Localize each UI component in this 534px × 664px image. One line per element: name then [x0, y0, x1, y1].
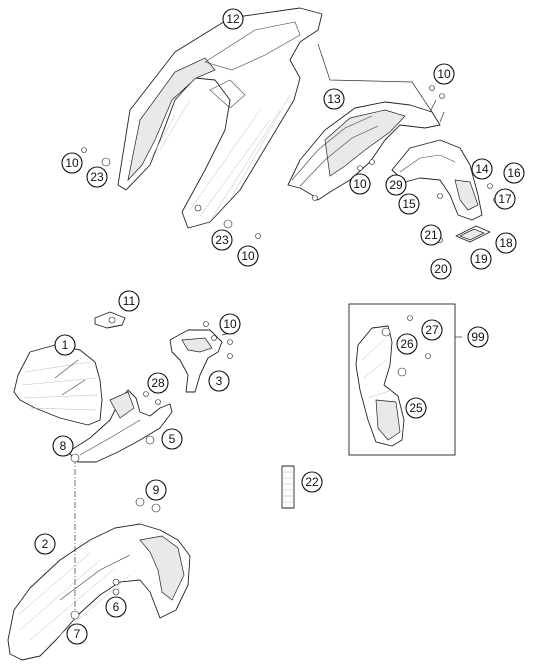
- kit-box-99: [348, 303, 456, 456]
- svg-text:25: 25: [409, 401, 423, 415]
- callout-23-b: 23: [211, 229, 233, 251]
- leader-lines: [70, 43, 499, 620]
- callout-2: 2: [34, 533, 56, 555]
- svg-text:5: 5: [169, 432, 176, 446]
- callout-20: 20: [430, 258, 452, 280]
- callout-10-d: 10: [349, 173, 371, 195]
- svg-text:20: 20: [434, 262, 448, 276]
- callout-26: 26: [396, 333, 418, 355]
- svg-text:10: 10: [353, 177, 367, 191]
- svg-text:7: 7: [74, 627, 81, 641]
- headlight-bracket-part-3: [169, 329, 223, 393]
- svg-text:27: 27: [425, 323, 439, 337]
- callout-10-c: 10: [433, 63, 455, 85]
- svg-text:10: 10: [65, 156, 79, 170]
- svg-text:22: 22: [305, 475, 319, 489]
- svg-text:3: 3: [216, 374, 223, 388]
- callout-1: 1: [54, 334, 76, 356]
- rear-frame-part-13: [287, 101, 441, 201]
- callout-25: 25: [405, 397, 427, 419]
- svg-text:10: 10: [223, 317, 237, 331]
- svg-text:19: 19: [474, 252, 488, 266]
- svg-text:18: 18: [499, 236, 513, 250]
- svg-text:99: 99: [471, 330, 485, 344]
- svg-text:15: 15: [402, 197, 416, 211]
- rear-fender-part-14: [391, 139, 483, 221]
- callout-3: 3: [208, 370, 230, 392]
- callout-22: 22: [301, 471, 323, 493]
- svg-text:8: 8: [60, 439, 67, 453]
- callout-13: 13: [323, 88, 345, 110]
- callout-7: 7: [66, 623, 88, 645]
- callout-6: 6: [105, 596, 127, 618]
- svg-text:10: 10: [437, 67, 451, 81]
- svg-text:13: 13: [327, 92, 341, 106]
- callout-14: 14: [471, 158, 493, 180]
- callout-11: 11: [118, 290, 140, 312]
- svg-text:2: 2: [42, 537, 49, 551]
- callout-23-a: 23: [86, 166, 108, 188]
- svg-text:23: 23: [215, 233, 229, 247]
- svg-text:11: 11: [123, 294, 136, 308]
- callout-10-a: 10: [61, 152, 83, 174]
- callout-12: 12: [222, 8, 244, 30]
- callout-29: 29: [385, 174, 407, 196]
- callout-10-b: 10: [237, 245, 259, 267]
- callout-16: 16: [503, 162, 525, 184]
- callout-28: 28: [147, 372, 169, 394]
- svg-text:12: 12: [226, 12, 240, 26]
- callout-10-e: 10: [219, 313, 241, 335]
- callout-8: 8: [52, 435, 74, 457]
- callout-5: 5: [161, 428, 183, 450]
- callout-17: 17: [494, 188, 516, 210]
- callout-19: 19: [470, 248, 492, 270]
- callout-18: 18: [495, 232, 517, 254]
- svg-text:16: 16: [507, 166, 521, 180]
- callout-27: 27: [421, 319, 443, 341]
- svg-text:26: 26: [400, 337, 414, 351]
- headlight-mask-part-1: [13, 344, 103, 426]
- svg-text:29: 29: [389, 178, 403, 192]
- callout-9: 9: [145, 479, 167, 501]
- callout-99: 99: [467, 326, 489, 348]
- svg-text:28: 28: [151, 376, 165, 390]
- callout-15: 15: [398, 193, 420, 215]
- fork-guard-part-5: [67, 389, 173, 463]
- reflector-part-18-19: [455, 225, 491, 243]
- svg-text:1: 1: [62, 338, 69, 352]
- svg-text:21: 21: [424, 228, 438, 242]
- svg-text:10: 10: [241, 249, 255, 263]
- svg-text:17: 17: [498, 192, 512, 206]
- callout-21: 21: [420, 224, 442, 246]
- svg-text:6: 6: [113, 600, 120, 614]
- decal-part-22: [281, 465, 295, 509]
- svg-text:9: 9: [153, 483, 160, 497]
- svg-text:14: 14: [475, 162, 489, 176]
- svg-text:23: 23: [90, 170, 104, 184]
- front-fender-part-2: [7, 523, 191, 661]
- clip-part-11: [94, 311, 126, 329]
- tank-cover-part-12: [117, 7, 323, 229]
